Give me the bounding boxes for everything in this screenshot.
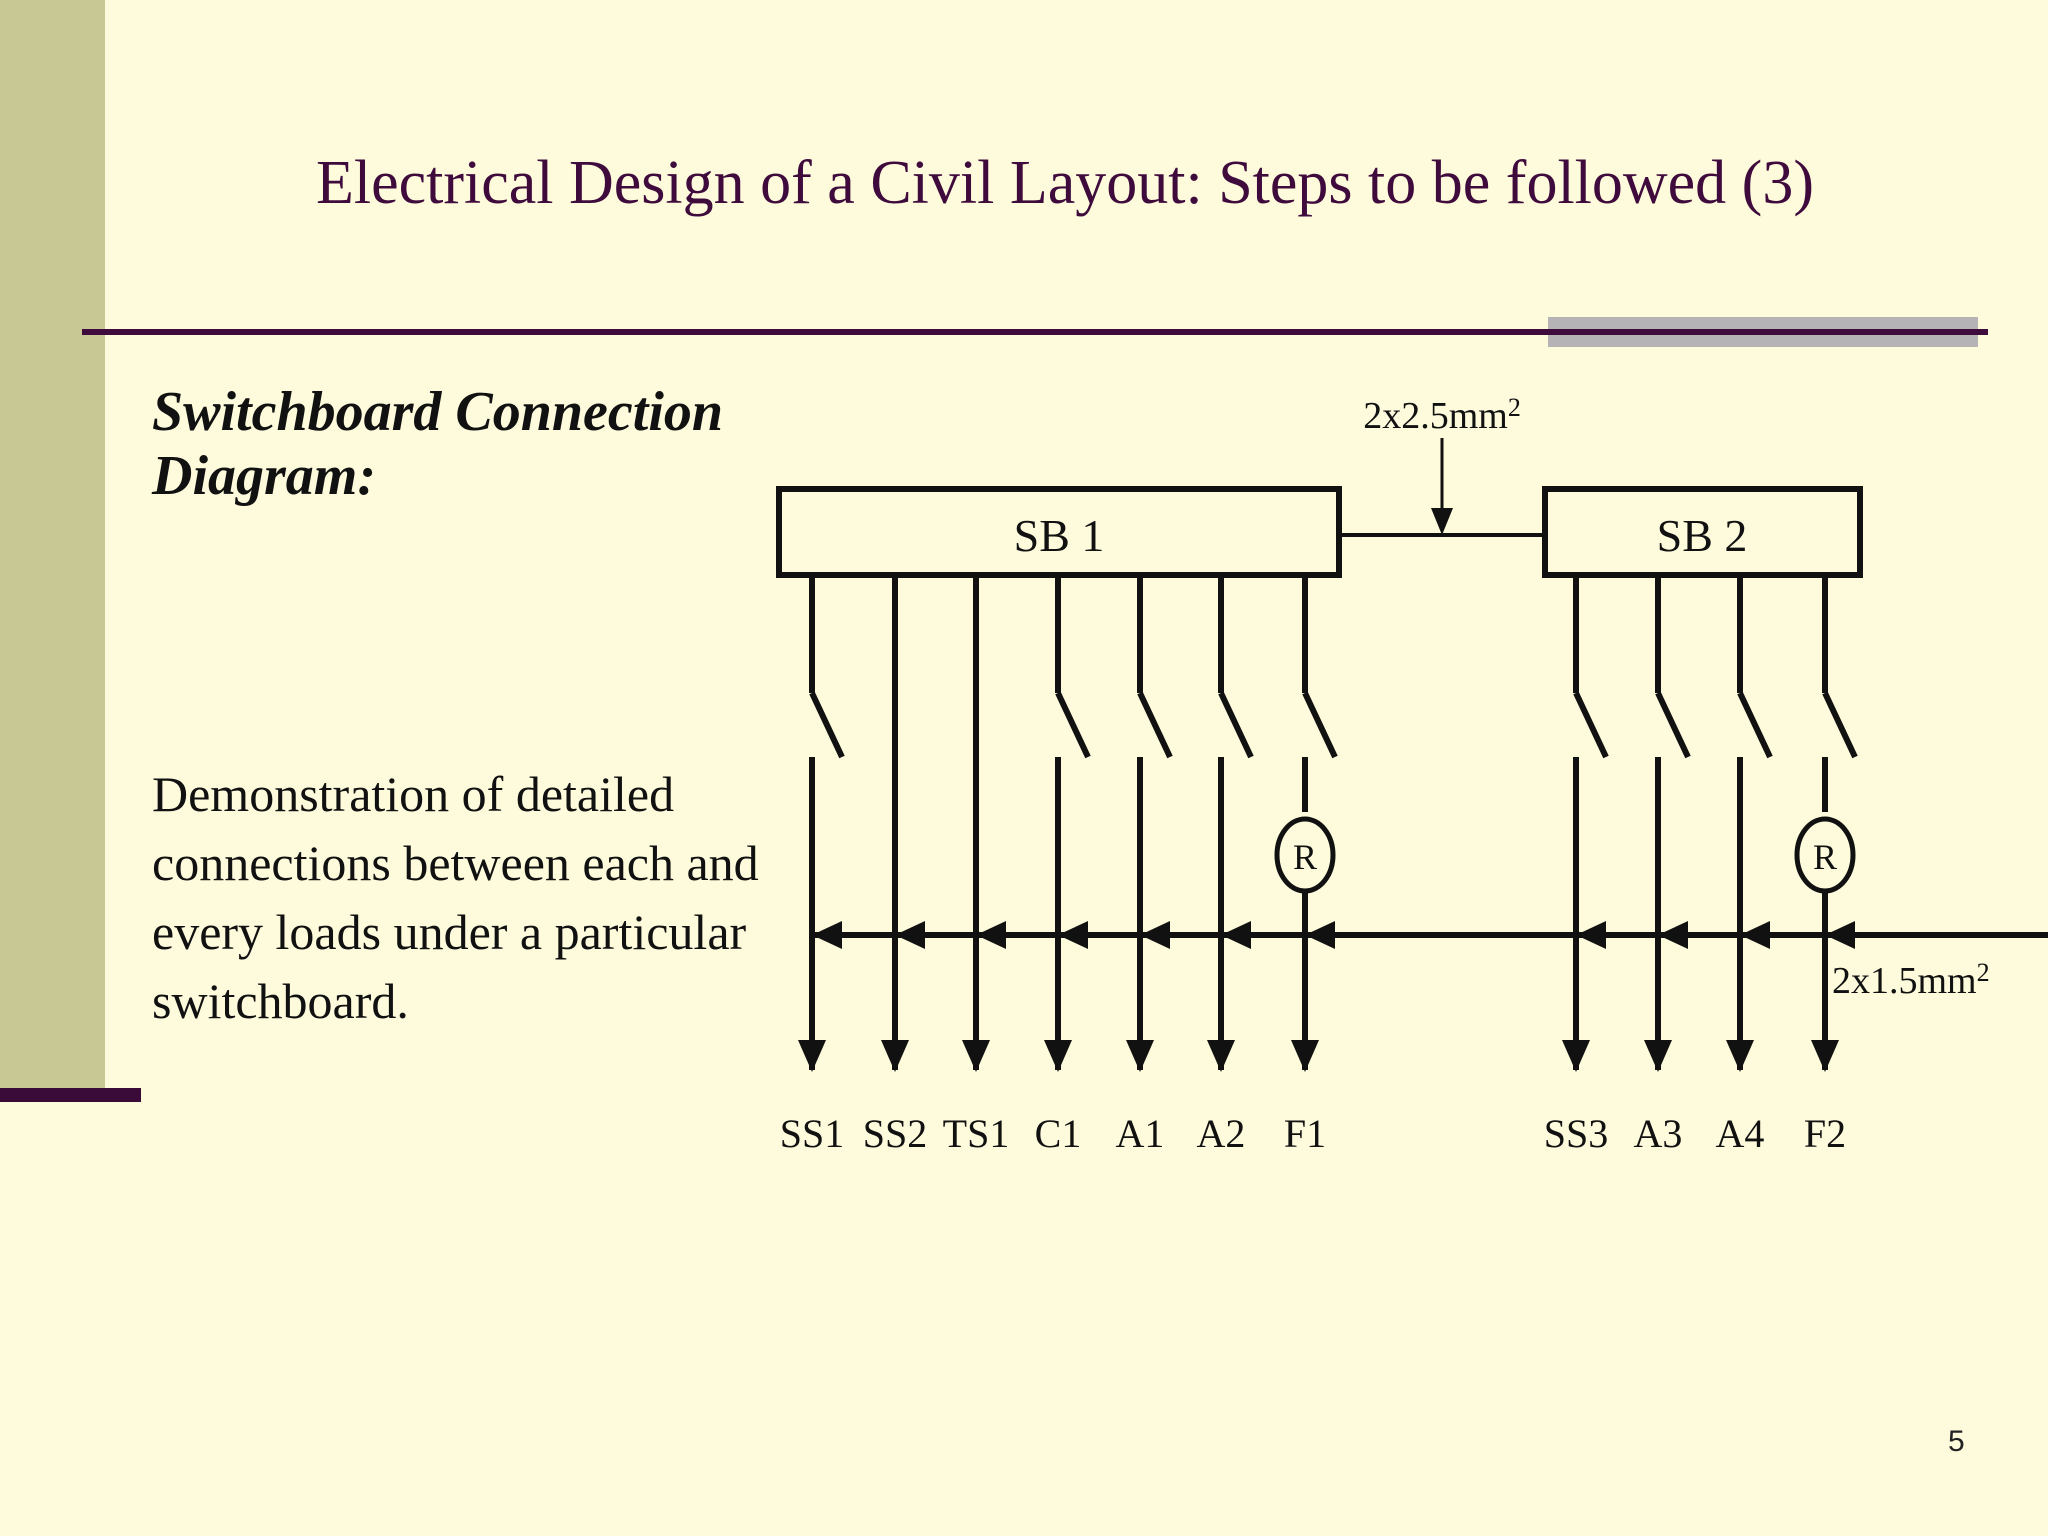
title-divider-rule [82, 329, 1988, 335]
tie-cable-label-superscript: 2 [1508, 393, 1521, 422]
section-heading: Switchboard Connection Diagram: [152, 381, 724, 508]
feeder-a2-switch-blade [1218, 691, 1254, 759]
feeder-ss1-bus-arrowhead [812, 921, 842, 949]
feeder-f1-load-arrowhead [1291, 1040, 1319, 1072]
feeder-a1: A1 [1116, 575, 1173, 1156]
feeder-c1-label: C1 [1035, 1111, 1082, 1156]
feeder-a3-switch-blade [1655, 691, 1691, 759]
relay-f2-label: R [1813, 837, 1837, 877]
sidebar-decorative-band [0, 0, 105, 1088]
feeder-ss2-label: SS2 [863, 1111, 928, 1156]
feeder-ss2-load-arrowhead [881, 1040, 909, 1072]
relay-f1-icon [1274, 816, 1336, 894]
feeder-a4-label: A4 [1716, 1111, 1765, 1156]
feeder-a2-load-arrowhead [1207, 1040, 1235, 1072]
body-paragraph: Demonstration of detailed connections be… [152, 766, 759, 1029]
relay-f2-icon [1794, 816, 1856, 894]
tie-cable-annotation-arrowhead [1431, 508, 1453, 535]
feeder-c1-switch-blade [1055, 691, 1091, 759]
feeder-ss2: SS2 [863, 575, 928, 1156]
feeder-c1-bus-arrowhead [1058, 921, 1088, 949]
feeder-a3-bus-arrowhead [1658, 921, 1688, 949]
relay-f1-label: R [1293, 837, 1317, 877]
feeder-f2-bus-arrowhead [1825, 921, 1855, 949]
feeder-a3: A3 [1634, 575, 1691, 1156]
feeder-a2-label: A2 [1197, 1111, 1246, 1156]
feeder-a4-switch-blade [1737, 691, 1773, 759]
feeder-a3-label: A3 [1634, 1111, 1683, 1156]
feeder-ss3-bus-arrowhead [1576, 921, 1606, 949]
feeder-c1: C1 [1035, 575, 1091, 1156]
tie-cable-label: 2x2.5mm2 [1363, 393, 1521, 437]
feeder-ss1: SS1 [780, 575, 845, 1156]
feeder-ss1-load-arrowhead [798, 1040, 826, 1072]
bus-cable-label: 2x1.5mm2 [1832, 958, 1990, 1002]
feeder-ss3-label: SS3 [1544, 1111, 1609, 1156]
feeder-a4-load-arrowhead [1726, 1040, 1754, 1072]
feeder-f1-label: F1 [1284, 1111, 1326, 1156]
feeder-f2: R F2 [1794, 575, 1858, 1156]
feeder-a1-label: A1 [1116, 1111, 1165, 1156]
feeder-f2-switch-blade [1822, 691, 1858, 759]
feeder-ss3-switch-blade [1573, 691, 1609, 759]
bus-cable-label-text: 2x1.5mm [1832, 960, 1977, 1002]
feeder-ts1-label: TS1 [943, 1111, 1010, 1156]
tie-cable-label-text: 2x2.5mm [1363, 395, 1508, 437]
feeder-ts1: TS1 [943, 575, 1010, 1156]
feeder-f1-bus-arrowhead [1305, 921, 1335, 949]
feeder-f2-label: F2 [1804, 1111, 1846, 1156]
feeder-ts1-bus-arrowhead [976, 921, 1006, 949]
bus-cable-label-superscript: 2 [1977, 958, 1990, 987]
feeder-f2-load-arrowhead [1811, 1040, 1839, 1072]
feeder-ss1-label: SS1 [780, 1111, 845, 1156]
feeder-a1-load-arrowhead [1126, 1040, 1154, 1072]
sidebar-accent-bar [0, 1088, 141, 1102]
feeder-a2: A2 [1197, 575, 1254, 1156]
feeder-c1-load-arrowhead [1044, 1040, 1072, 1072]
feeder-f1: R F1 [1274, 575, 1338, 1156]
feeder-a4-bus-arrowhead [1740, 921, 1770, 949]
feeder-ss2-bus-arrowhead [895, 921, 925, 949]
switchboard-box-sb1 [776, 486, 1342, 578]
feeder-a1-bus-arrowhead [1140, 921, 1170, 949]
feeder-a3-load-arrowhead [1644, 1040, 1672, 1072]
feeder-a2-bus-arrowhead [1221, 921, 1251, 949]
feeder-ss3-load-arrowhead [1562, 1040, 1590, 1072]
switchboard-box-sb2-label: SB 2 [1657, 510, 1748, 561]
feeder-ts1-load-arrowhead [962, 1040, 990, 1072]
feeder-f1-switch-blade [1302, 691, 1338, 759]
switchboard-box-sb1-label: SB 1 [1014, 510, 1105, 561]
switchboard-box-sb2 [1542, 486, 1863, 578]
feeder-a4: A4 [1716, 575, 1773, 1156]
feeder-ss3: SS3 [1544, 575, 1609, 1156]
feeder-ss1-switch-blade [809, 691, 845, 759]
page-number: 5 [1948, 1425, 1965, 1458]
feeder-a1-switch-blade [1137, 691, 1173, 759]
page-title: Electrical Design of a Civil Layout: Ste… [316, 149, 1814, 217]
